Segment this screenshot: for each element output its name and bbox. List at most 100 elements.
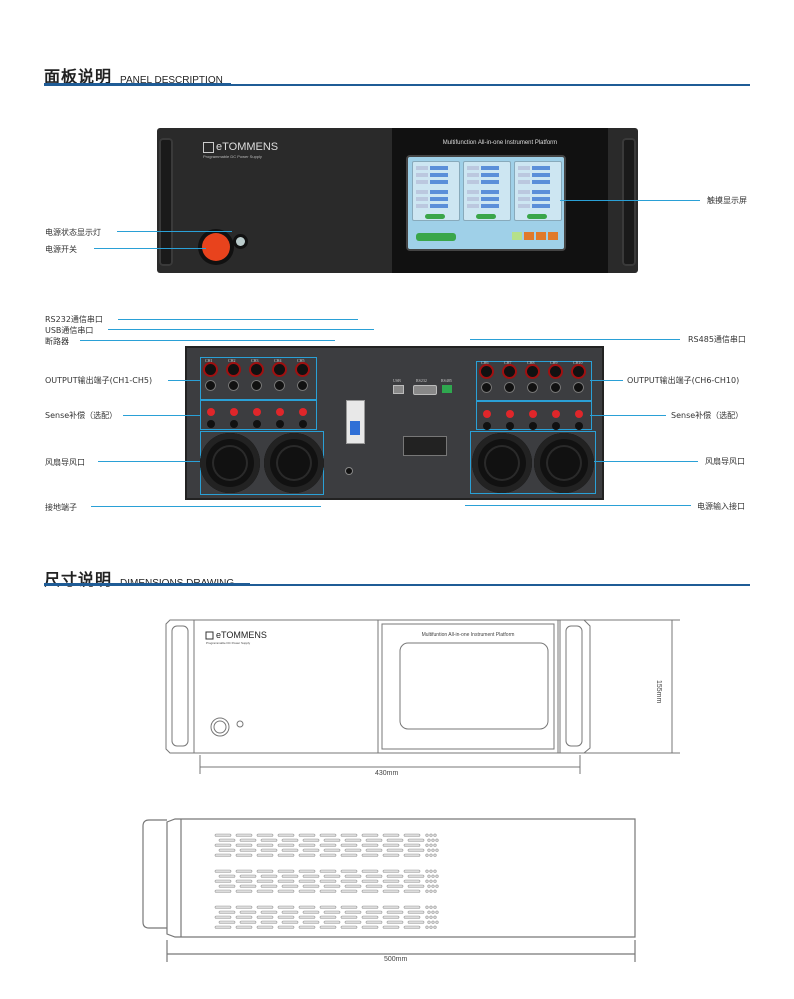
output-terminal [550,382,561,393]
vent-slot [260,848,278,852]
vent-hole [431,884,435,888]
leader-line [94,248,206,249]
right-handle [622,138,636,266]
vent-slot [407,920,425,924]
vent-slot [382,915,400,919]
vent-slot [340,889,358,893]
vent-slot [344,910,362,914]
vent-hole [429,843,433,847]
vent-slot [382,833,400,837]
vent-slot [214,869,232,873]
vent-slot [235,833,253,837]
vent-hole [431,874,435,878]
vent-hole [427,910,431,914]
output-terminal [527,366,538,377]
section-title-panel: 面板说明 PANEL DESCRIPTION [44,63,223,87]
vent-slot [260,920,278,924]
vent-slot [277,869,295,873]
vent-slot [277,925,295,929]
vent-slot [319,925,337,929]
output-terminal [297,380,308,391]
vent-slot [403,833,421,837]
power-input-terminal [403,436,447,456]
channel-label: CH5 [297,358,305,363]
vent-slot [319,843,337,847]
vent-hole [425,889,429,893]
vent-slot [319,915,337,919]
vent-slot [298,905,316,909]
label-touch-screen: 触摸显示屏 [707,196,747,205]
vent-hole [429,925,433,929]
vent-slot [298,843,316,847]
vent-slot [298,915,316,919]
vent-slot [256,879,274,883]
channel-label: CH8 [527,360,535,365]
vent-hole [425,853,429,857]
vent-slot [403,869,421,873]
vent-hole [425,915,429,919]
vent-slot [298,869,316,873]
vent-slot [298,879,316,883]
ground-terminal [346,468,352,474]
vent-slot [256,889,274,893]
vent-slot [340,833,358,837]
vent-hole [435,910,439,914]
vent-slot [298,925,316,929]
usb-port [393,385,404,394]
vent-slot [382,843,400,847]
section-divider [44,583,750,586]
vent-slot [407,838,425,842]
vent-slot [235,879,253,883]
vent-slot [214,915,232,919]
vent-slot [298,833,316,837]
label-power-input: 电源输入接口 [697,502,745,511]
vent-slot [218,884,236,888]
vent-hole [433,879,437,883]
sense-terminal-negative [276,420,284,428]
vent-slot [239,874,257,878]
vent-slot [214,889,232,893]
vent-slot [382,925,400,929]
vent-slot [323,920,341,924]
leader-line [98,461,200,462]
lcd-channel-1 [412,161,460,221]
brand-logo-icon [205,631,214,640]
vent-slot [323,838,341,842]
leader-line [168,380,200,381]
vent-slot [235,889,253,893]
label-sense-right: Sense补偿（选配） [671,411,744,420]
vent-slot [256,853,274,857]
vent-slot [361,889,379,893]
sense-box-left [200,400,317,430]
vent-slot [386,838,404,842]
vent-hole [431,910,435,914]
sense-terminal-positive [483,410,491,418]
section-title-en: PANEL DESCRIPTION [120,75,223,86]
vent-slot [344,874,362,878]
vent-slot [323,848,341,852]
lcd-page-tab [548,232,558,240]
vent-slot [277,833,295,837]
vent-slot [361,869,379,873]
vent-hole [429,879,433,883]
vent-slot [260,874,278,878]
vent-slot [302,910,320,914]
vent-hole [425,833,429,837]
vent-hole [429,833,433,837]
vent-slot [365,910,383,914]
vent-slot [235,843,253,847]
vent-slot [319,879,337,883]
output-terminal [550,366,561,377]
vent-hole [435,920,439,924]
vent-slot [302,874,320,878]
vent-slot [277,843,295,847]
sense-terminal-positive [276,408,284,416]
section-title-dimensions: 尺寸说明 DIMENSIONS DRAWING [44,566,234,590]
vent-slot [344,838,362,842]
vent-slot [340,925,358,929]
sense-terminal-positive [529,410,537,418]
vent-slot [256,925,274,929]
vent-slot [239,848,257,852]
sense-terminal-positive [552,410,560,418]
leader-line [118,319,358,320]
